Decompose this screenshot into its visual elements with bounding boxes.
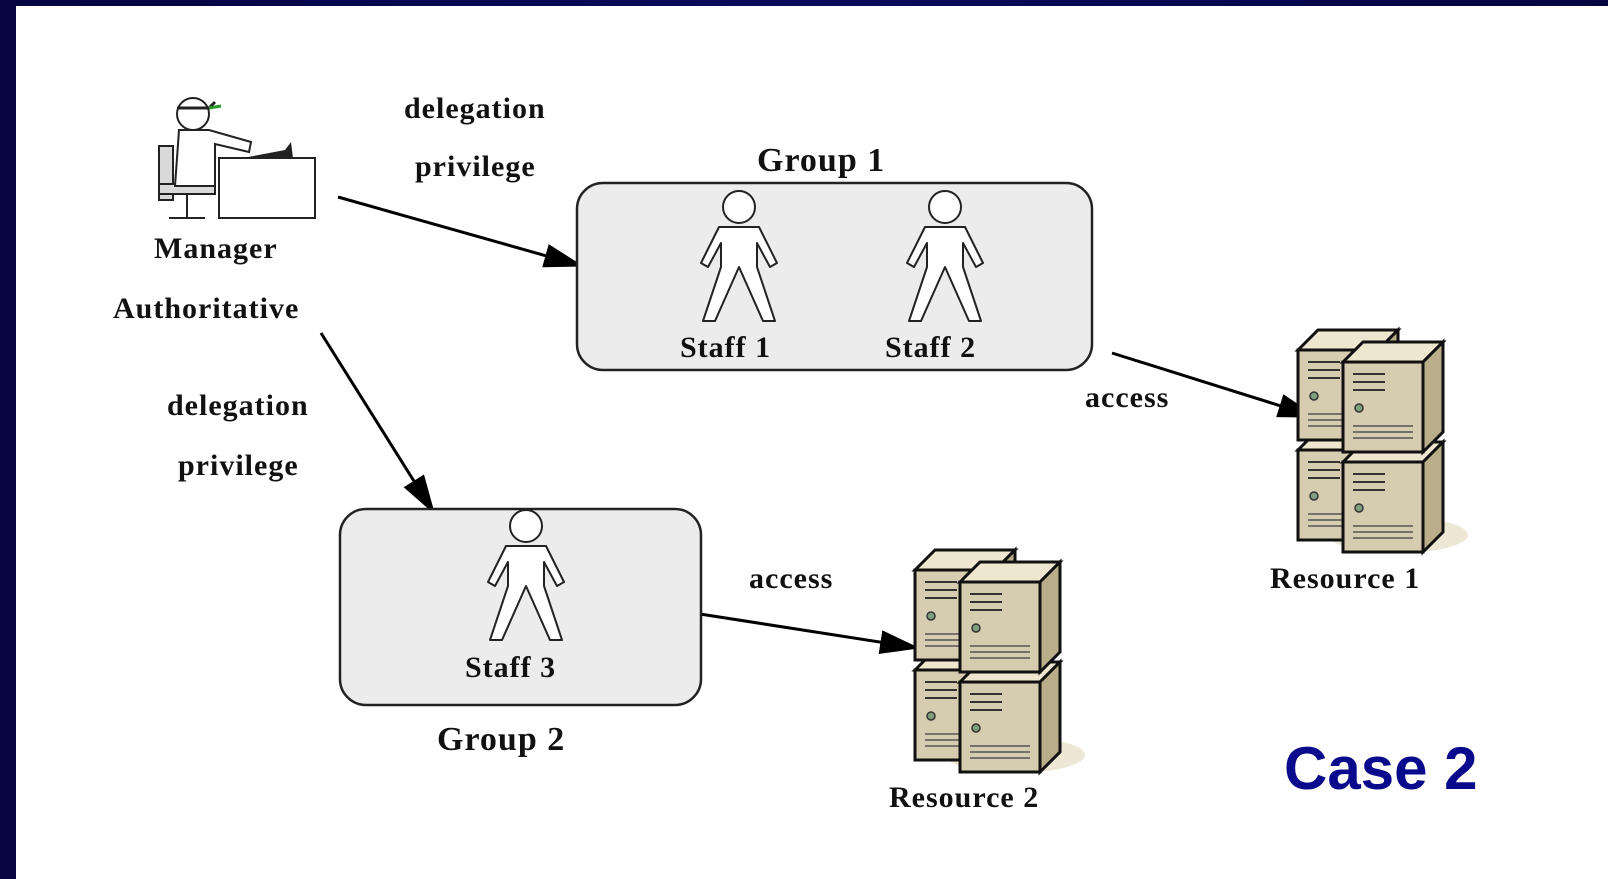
- resource1-server-stack-icon: [1298, 330, 1468, 553]
- group2-box: [338, 507, 703, 707]
- group1-box: [575, 181, 1094, 372]
- edge-group2-resource2: [699, 612, 920, 655]
- staff2-label: Staff 2: [885, 331, 977, 364]
- edge1-label-line1: delegation: [404, 92, 546, 125]
- staff1-label: Staff 1: [680, 331, 772, 364]
- group2-title: Group 2: [437, 721, 566, 758]
- edge-manager-group2: [319, 332, 436, 515]
- edge-manager-group1: [337, 195, 584, 268]
- edge1-label-line2: privilege: [415, 150, 536, 183]
- manager-at-desk-icon: [158, 97, 316, 219]
- case-label: Case 2: [1284, 735, 1478, 802]
- resource2-label: Resource 2: [889, 781, 1040, 814]
- group1-title: Group 1: [757, 142, 886, 179]
- diagram-canvas: Manager Authoritative delegation privile…: [16, 6, 1608, 879]
- resource1-label: Resource 1: [1270, 562, 1421, 595]
- manager-label: Manager: [154, 232, 278, 265]
- edge2-label-line2: privilege: [178, 449, 299, 482]
- edge2-label-line1: delegation: [167, 389, 309, 422]
- staff3-label: Staff 3: [465, 651, 557, 684]
- edge4-label: access: [749, 562, 834, 595]
- manager-role-label: Authoritative: [113, 292, 300, 325]
- resource2-server-stack-icon: [915, 550, 1085, 773]
- diagram-graphics: [158, 97, 1608, 879]
- edge-group1-resource1: [1111, 351, 1318, 419]
- edge3-label: access: [1085, 381, 1170, 414]
